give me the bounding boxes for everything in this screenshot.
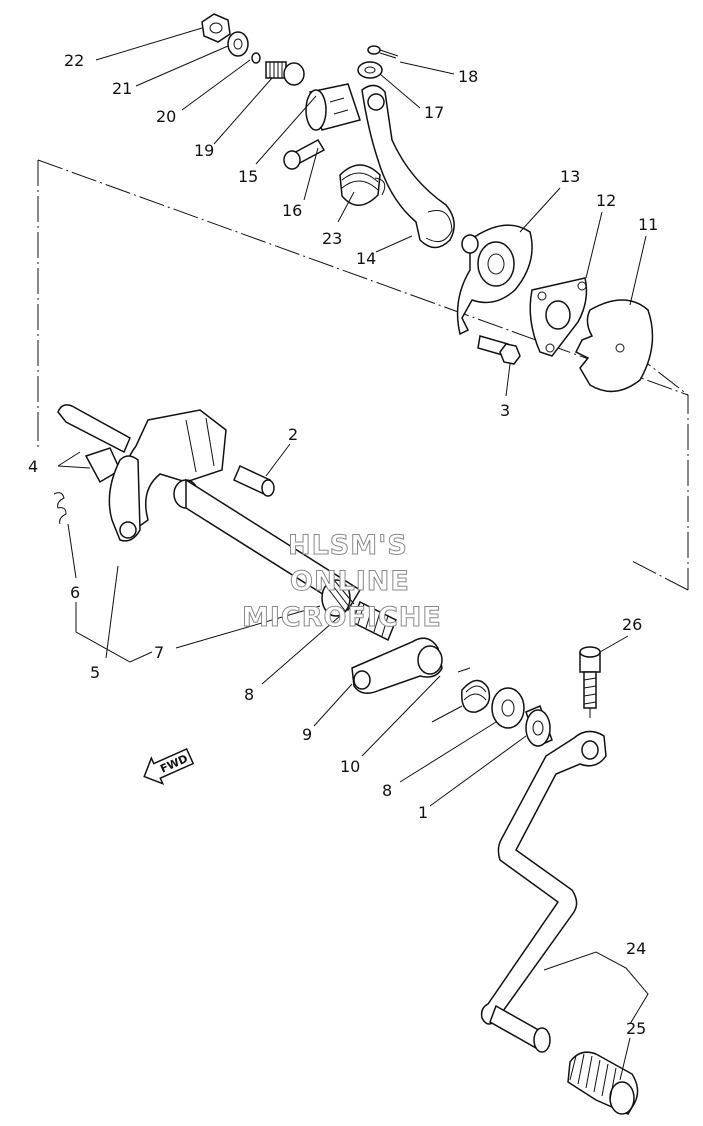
part-20-oring	[251, 52, 261, 64]
part-9-stopper-lever	[351, 637, 443, 694]
part-13-shift-plate	[456, 224, 533, 336]
part-6-spring	[53, 492, 67, 525]
callout-9: 9	[302, 725, 312, 744]
callout-8-upper: 8	[244, 685, 254, 704]
fwd-arrow-icon: FWD	[143, 747, 195, 786]
callout-1: 1	[418, 803, 428, 822]
part-10-torsion-spring	[431, 667, 491, 723]
callout-7: 7	[154, 643, 164, 662]
callout-26: 26	[622, 615, 642, 634]
watermark-line-1: HLSM'S	[288, 530, 408, 561]
callout-3: 3	[500, 401, 510, 420]
part-21-washer	[227, 31, 249, 57]
leader-lines	[57, 27, 649, 1081]
watermark-line-3: MICROFICHE	[242, 602, 442, 633]
callout-20: 20	[156, 107, 176, 126]
part-7-shift-shaft	[173, 478, 397, 642]
callout-17: 17	[424, 103, 444, 122]
part-24-shift-pedal	[480, 730, 607, 1053]
callout-14: 14	[356, 249, 376, 268]
part-18-split-pin	[367, 45, 399, 59]
part-16-pin	[283, 139, 326, 170]
callout-4: 4	[28, 457, 38, 476]
callout-16: 16	[282, 201, 302, 220]
callout-22: 22	[64, 51, 84, 70]
part-17-clip	[357, 61, 383, 79]
part-19-bolt	[265, 61, 305, 86]
part-26-bolt	[579, 646, 601, 709]
part-5-lever	[108, 455, 141, 542]
callout-10: 10	[340, 757, 360, 776]
part-2-dowel	[233, 464, 275, 497]
part-23-spring	[339, 164, 386, 206]
part-22-nut	[201, 13, 231, 43]
part-15-clevis	[305, 83, 361, 131]
callout-8-lower: 8	[382, 781, 392, 800]
callout-19: 19	[194, 141, 214, 160]
callout-24: 24	[626, 939, 646, 958]
callout-5: 5	[90, 663, 100, 682]
callout-18: 18	[458, 67, 478, 86]
watermark-line-2: ONLINE	[290, 566, 410, 597]
part-3-stopper-bolt	[477, 335, 521, 365]
part-1-collar	[525, 704, 553, 748]
callout-15: 15	[238, 167, 258, 186]
part-11-segment-cam	[574, 299, 654, 393]
callout-25: 25	[626, 1019, 646, 1038]
watermark: HLSM'S ONLINE MICROFICHE	[242, 530, 442, 634]
callout-23: 23	[322, 229, 342, 248]
callout-21: 21	[112, 79, 132, 98]
part-12-holder-plate	[529, 277, 588, 357]
callout-6: 6	[70, 583, 80, 602]
part-4-shift-fork-plate	[57, 404, 227, 532]
callout-numbers: 22 21 20 19 18 17 15 16 23 14 13 12 11 3…	[28, 51, 658, 1038]
part-14-shift-arm	[361, 84, 455, 249]
part-8-washer	[491, 687, 525, 729]
callout-12: 12	[596, 191, 616, 210]
callout-11: 11	[638, 215, 658, 234]
part-25-pedal-rubber	[567, 1051, 639, 1115]
callout-2: 2	[288, 425, 298, 444]
callout-13: 13	[560, 167, 580, 186]
